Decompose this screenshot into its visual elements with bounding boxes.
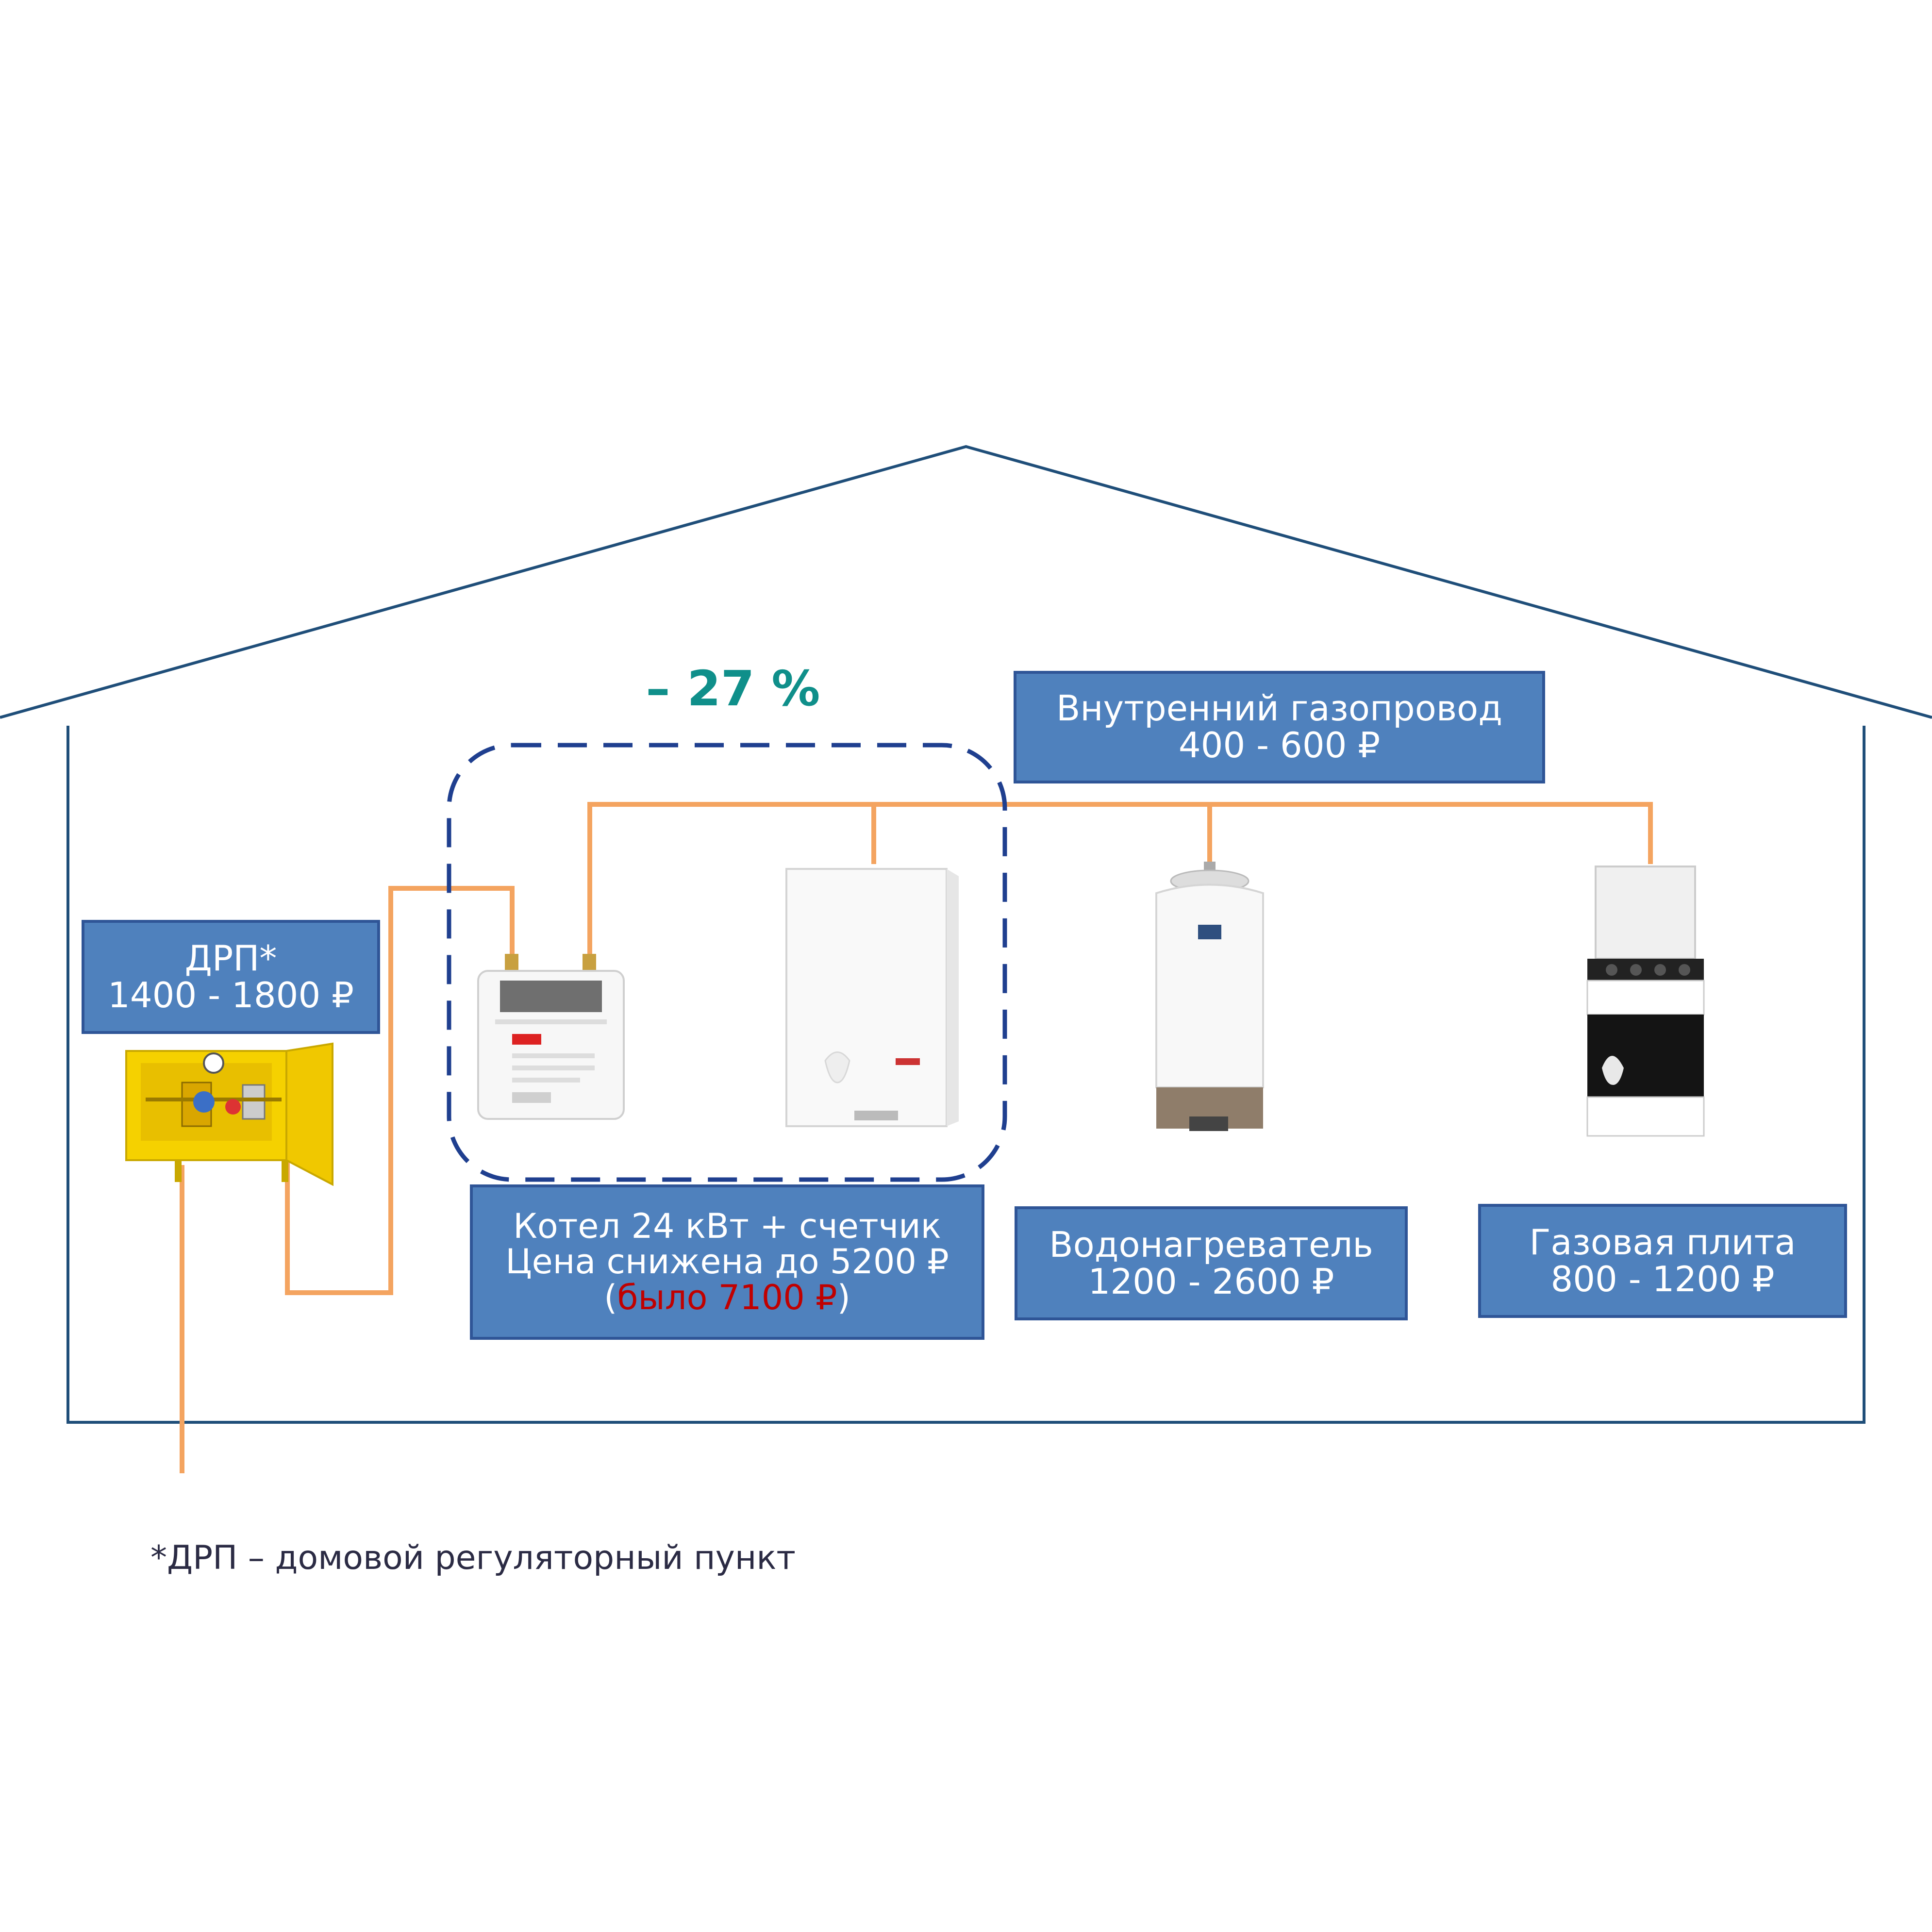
drp-label-title: ДРП* (184, 937, 277, 979)
boiler-label-old: (было 7100 ₽) (604, 1280, 850, 1316)
water-heater-label-price: 1200 - 2600 ₽ (1088, 1261, 1334, 1302)
old-price: было 7100 ₽ (617, 1277, 837, 1317)
gas-stove-icon (1586, 866, 1705, 1137)
footnote: *ДРП – домовой регуляторный пункт (150, 1539, 796, 1577)
discount-group-outline (447, 743, 1007, 1182)
stove-label-box: Газовая плита 800 - 1200 ₽ (1478, 1204, 1847, 1318)
drp-label-price: 1400 - 1800 ₽ (108, 974, 354, 1016)
gas-regulator-cabinet-icon (125, 1042, 333, 1186)
gas-meter-icon (477, 954, 625, 1120)
pipeline-label-title: Внутренний газопровод (1056, 688, 1503, 729)
house-walls (67, 726, 1865, 1424)
stove-label-title: Газовая плита (1529, 1221, 1796, 1263)
old-price-close: ) (837, 1277, 850, 1317)
wall-boiler-icon (785, 868, 959, 1127)
stove-label-price: 800 - 1200 ₽ (1550, 1258, 1775, 1299)
boiler-label-title: Котел 24 кВт + счетчик (513, 1206, 941, 1246)
gas-pipes (180, 802, 1653, 1473)
drp-label-box: ДРП* 1400 - 1800 ₽ (82, 920, 380, 1034)
pipeline-label-box: Внутренний газопровод 400 - 600 ₽ (1014, 671, 1545, 783)
water-heater-label-box: Водонагреватель 1200 - 2600 ₽ (1015, 1206, 1408, 1320)
pipeline-label-price: 400 - 600 ₽ (1178, 725, 1381, 766)
house-roof (0, 445, 1932, 719)
boiler-label-box: Котел 24 кВт + счетчик Цена снижена до 5… (470, 1184, 984, 1340)
water-heater-label-title: Водонагреватель (1049, 1224, 1373, 1265)
discount-label: – 27 % (646, 660, 820, 717)
water-heater-icon (1155, 862, 1264, 1131)
boiler-label-price: Цена снижена до 5200 ₽ (505, 1242, 949, 1282)
old-price-open: ( (604, 1277, 617, 1317)
